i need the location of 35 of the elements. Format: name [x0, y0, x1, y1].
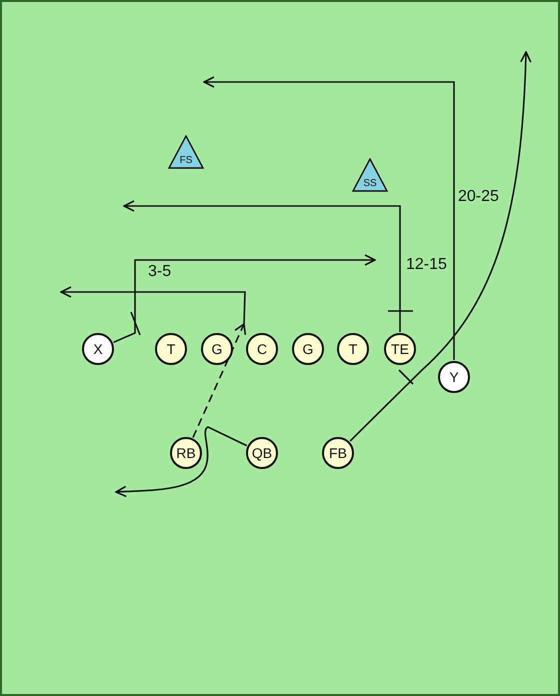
position-label: SS — [363, 178, 377, 188]
player-circle — [384, 333, 416, 365]
player-circle — [155, 333, 187, 365]
pitch-arrow — [60, 286, 246, 438]
yardage-label: 12-15 — [406, 256, 447, 274]
position-label: G — [302, 341, 314, 357]
route-arrow — [350, 51, 532, 442]
position-label: Y — [449, 369, 459, 385]
player-circle — [337, 333, 369, 365]
player-circle — [201, 333, 233, 365]
position-label: FB — [329, 445, 347, 461]
player-circle — [246, 333, 278, 365]
route-arrow — [115, 426, 248, 498]
route-arrow — [123, 200, 401, 332]
position-label: RB — [176, 445, 196, 461]
route-arrow — [113, 254, 376, 344]
player-circle — [292, 333, 324, 365]
position-label: TE — [391, 341, 409, 357]
yardage-label: 20-25 — [458, 188, 499, 206]
defender-triangle — [352, 158, 388, 192]
player-circle — [438, 361, 470, 393]
position-label: T — [348, 341, 358, 357]
position-label: T — [166, 341, 176, 357]
player-circle — [82, 333, 114, 365]
position-label: G — [212, 341, 222, 357]
player-circle — [322, 437, 354, 469]
defender-triangle — [168, 135, 204, 169]
player-circle — [246, 437, 278, 469]
route-arrow — [203, 76, 455, 360]
position-label: C — [256, 341, 268, 357]
position-label: FS — [180, 154, 192, 166]
position-label: X — [93, 341, 103, 357]
player-circle — [170, 437, 202, 469]
yardage-label: 3-5 — [148, 263, 172, 281]
position-label: QB — [252, 445, 272, 461]
